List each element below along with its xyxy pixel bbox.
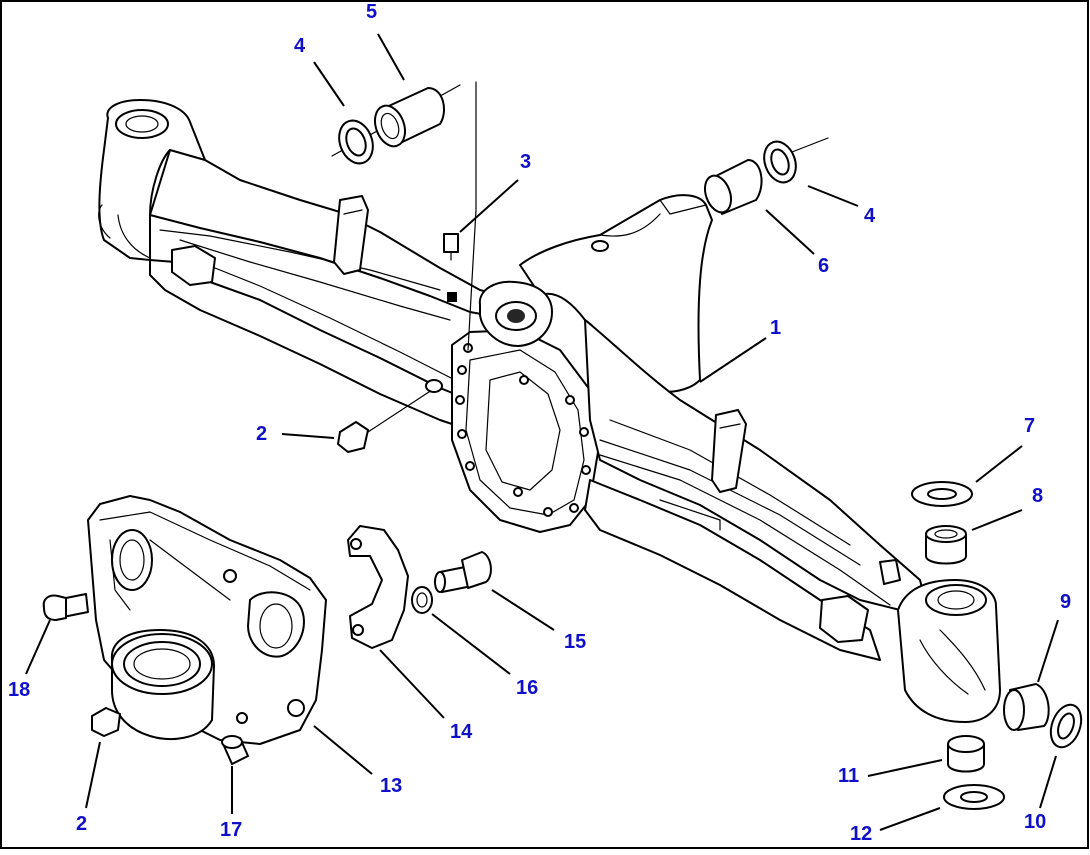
part-13-carrier — [87, 495, 327, 745]
part-16-lock-washer — [411, 586, 433, 614]
callout-12: 12 — [850, 807, 941, 845]
callouts: 5 4 3 4 6 1 2 7 — [8, 1, 1071, 845]
svg-text:17: 17 — [220, 819, 242, 841]
part-15-bolt — [434, 551, 492, 593]
callout-6: 6 — [765, 209, 829, 277]
callout-2-lower: 2 — [76, 741, 101, 835]
callout-13: 13 — [313, 725, 402, 797]
callout-10: 10 — [1024, 755, 1057, 833]
part-5-bushing — [374, 87, 445, 148]
part-3-grease-fitting — [443, 233, 459, 302]
svg-text:2: 2 — [76, 813, 87, 835]
callout-15: 15 — [491, 589, 586, 653]
svg-text:3: 3 — [520, 151, 531, 173]
callout-11: 11 — [838, 759, 943, 787]
svg-text:18: 18 — [8, 679, 30, 701]
svg-text:13: 13 — [380, 775, 402, 797]
part-2-plug-lower — [91, 707, 121, 737]
svg-text:6: 6 — [818, 255, 829, 277]
part-17-pin — [221, 735, 249, 765]
part-9-bushing — [1003, 683, 1050, 731]
part-11-bushing — [947, 735, 985, 773]
svg-text:11: 11 — [838, 765, 859, 787]
callout-16: 16 — [431, 613, 538, 699]
callout-8: 8 — [971, 485, 1043, 531]
callout-1: 1 — [699, 317, 781, 383]
part-4-seal-left — [331, 84, 461, 165]
svg-text:16: 16 — [516, 677, 538, 699]
callout-4-right: 4 — [807, 185, 876, 227]
part-7-washer — [911, 481, 973, 507]
callout-3: 3 — [459, 151, 531, 233]
axle-housing — [98, 99, 1001, 723]
svg-text:4: 4 — [294, 35, 306, 57]
svg-text:5: 5 — [366, 1, 377, 23]
part-8-bushing — [925, 525, 967, 565]
svg-text:10: 10 — [1024, 811, 1046, 833]
part-6-bushing — [703, 137, 829, 215]
callout-9: 9 — [1037, 591, 1071, 683]
svg-text:9: 9 — [1060, 591, 1071, 613]
part-12-washer — [943, 784, 1005, 810]
part-2-plug-center — [337, 379, 443, 453]
part-4-seal-right — [763, 140, 797, 184]
svg-text:4: 4 — [864, 205, 876, 227]
callout-18: 18 — [8, 619, 51, 701]
part-14-bearing-cap — [347, 525, 409, 649]
svg-text:2: 2 — [256, 423, 267, 445]
callout-4-left: 4 — [294, 35, 345, 107]
part-10-seal — [1049, 703, 1083, 749]
callout-2-center: 2 — [256, 423, 335, 445]
svg-text:15: 15 — [564, 631, 586, 653]
svg-text:14: 14 — [450, 721, 473, 743]
svg-text:7: 7 — [1024, 415, 1035, 437]
part-18-bolt — [42, 593, 89, 621]
callout-17: 17 — [220, 766, 242, 841]
callout-14: 14 — [379, 649, 473, 743]
svg-text:8: 8 — [1032, 485, 1043, 507]
callout-5: 5 — [366, 1, 405, 81]
callout-7: 7 — [975, 415, 1035, 483]
svg-text:1: 1 — [770, 317, 781, 339]
svg-text:12: 12 — [850, 823, 872, 845]
